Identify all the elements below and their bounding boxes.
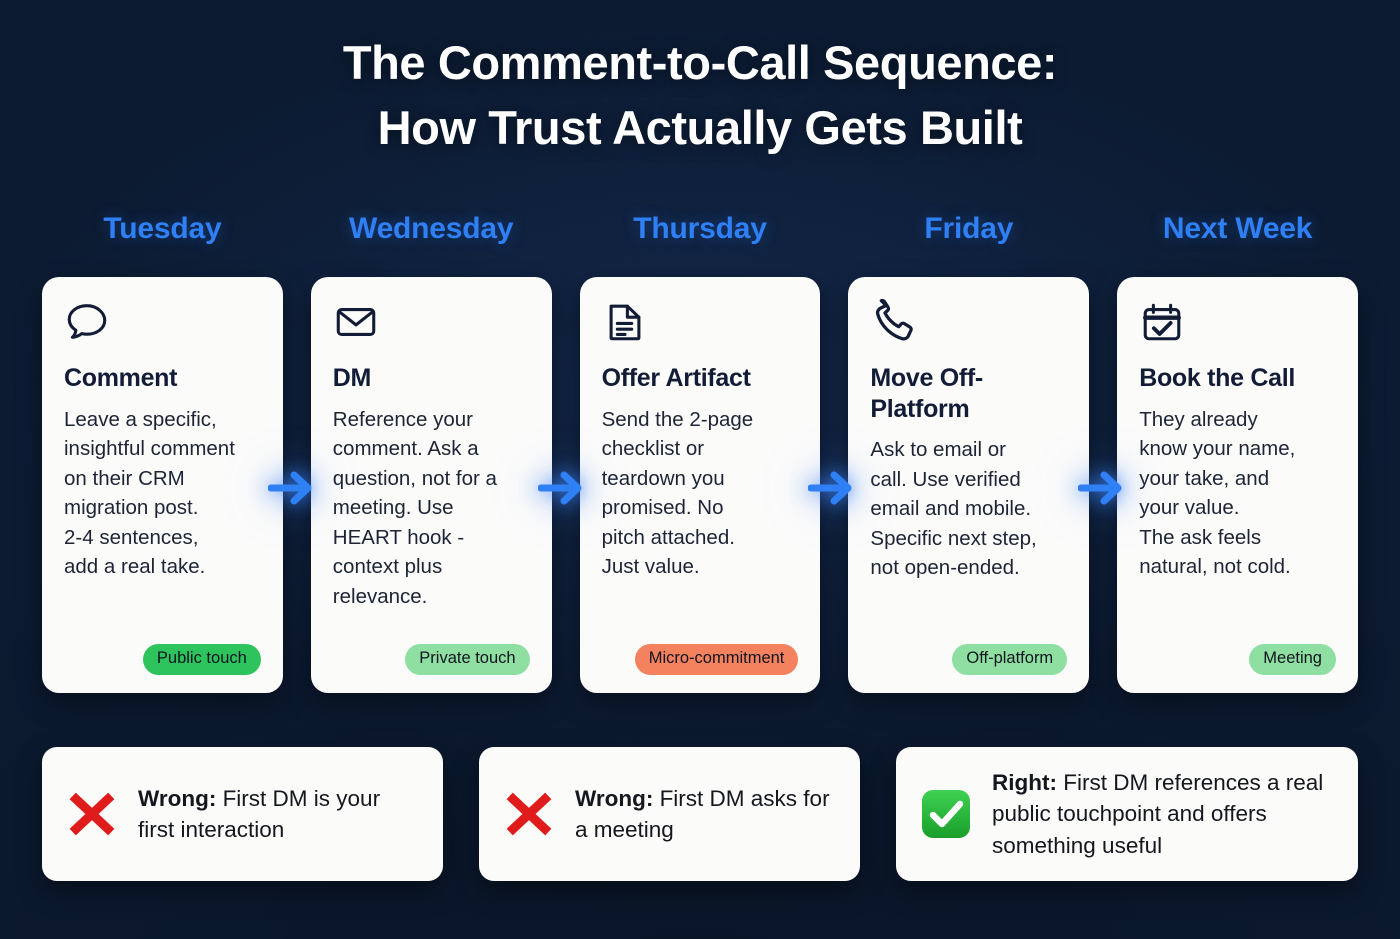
step-body: Reference your comment. Ask a question, … — [332, 407, 497, 608]
callout-text: Wrong: First DM asks for a meeting — [575, 783, 838, 845]
step-title: DM — [332, 364, 372, 392]
step-title: Book the Call — [1139, 364, 1296, 392]
title-line-2: How Trust Actually Gets Built — [377, 100, 1023, 154]
green-check-icon — [918, 786, 974, 842]
callout-lead: Right: — [992, 770, 1057, 796]
badge-wrap: Public touch — [64, 644, 261, 675]
day-label-wednesday: Wednesday — [349, 212, 514, 245]
speech-bubble-icon — [64, 299, 110, 345]
badge-wrap: Micro-commitment — [602, 644, 799, 675]
red-cross-icon — [64, 786, 120, 842]
step-title: Comment — [64, 364, 178, 392]
status-badge: Meeting — [1249, 644, 1336, 675]
page-title: The Comment-to-Call Sequence: How Trust … — [0, 0, 1400, 161]
status-badge: Micro-commitment — [634, 644, 799, 675]
status-badge: Public touch — [142, 644, 261, 675]
title-line-1: The Comment-to-Call Sequence: — [342, 36, 1058, 89]
callout-right-references-touchpoint[interactable]: Right: First DM references a real public… — [896, 747, 1358, 881]
status-badge: Off-platform — [952, 644, 1068, 675]
callout-text: Right: First DM references a real public… — [992, 767, 1336, 860]
step-card-book-the-call[interactable]: Book the Call They already know your nam… — [1117, 277, 1358, 693]
step-title: Move Off-Platform — [870, 364, 983, 423]
day-label-thursday: Thursday — [633, 212, 767, 245]
calendar-check-icon — [1139, 299, 1185, 345]
step-body: Send the 2-page checklist or teardown yo… — [601, 407, 754, 579]
callout-wrong-first-dm[interactable]: Wrong: First DM is your first interactio… — [42, 747, 443, 881]
step-card-comment[interactable]: Comment Leave a specific, insightful com… — [42, 277, 283, 693]
step-body: Leave a specific, insightful comment on … — [64, 407, 235, 579]
callout-wrong-asks-meeting[interactable]: Wrong: First DM asks for a meeting — [479, 747, 860, 881]
callout-text: Wrong: First DM is your first interactio… — [138, 783, 421, 845]
document-icon — [602, 299, 648, 345]
step-card-move-off-platform[interactable]: Move Off-Platform Ask to email or call. … — [848, 277, 1090, 693]
step-body: Ask to email or call. Use verified email… — [870, 438, 1037, 580]
step-cards-row: Comment Leave a specific, insightful com… — [42, 277, 1358, 693]
callout-lead: Wrong: — [575, 785, 654, 811]
step-card-offer-artifact[interactable]: Offer Artifact Send the 2-page checklist… — [579, 277, 821, 693]
callouts-row: Wrong: First DM is your first interactio… — [42, 747, 1358, 881]
badge-wrap: Off-platform — [870, 644, 1068, 675]
envelope-icon — [333, 299, 379, 345]
phone-icon — [870, 299, 916, 345]
day-label-next-week: Next Week — [1162, 212, 1313, 245]
step-card-dm[interactable]: DM Reference your comment. Ask a questio… — [310, 277, 552, 693]
red-cross-icon — [501, 786, 557, 842]
day-label-friday: Friday — [924, 212, 1014, 245]
callout-lead: Wrong: — [138, 785, 217, 811]
status-badge: Private touch — [405, 644, 530, 675]
timeline-day-labels: Tuesday Wednesday Thursday Friday Next W… — [42, 212, 1358, 246]
step-title: Offer Artifact — [601, 364, 751, 392]
step-body: They already know your name, your take, … — [1139, 407, 1296, 579]
badge-wrap: Meeting — [1139, 644, 1336, 675]
day-label-tuesday: Tuesday — [103, 212, 222, 245]
badge-wrap: Private touch — [333, 644, 530, 675]
